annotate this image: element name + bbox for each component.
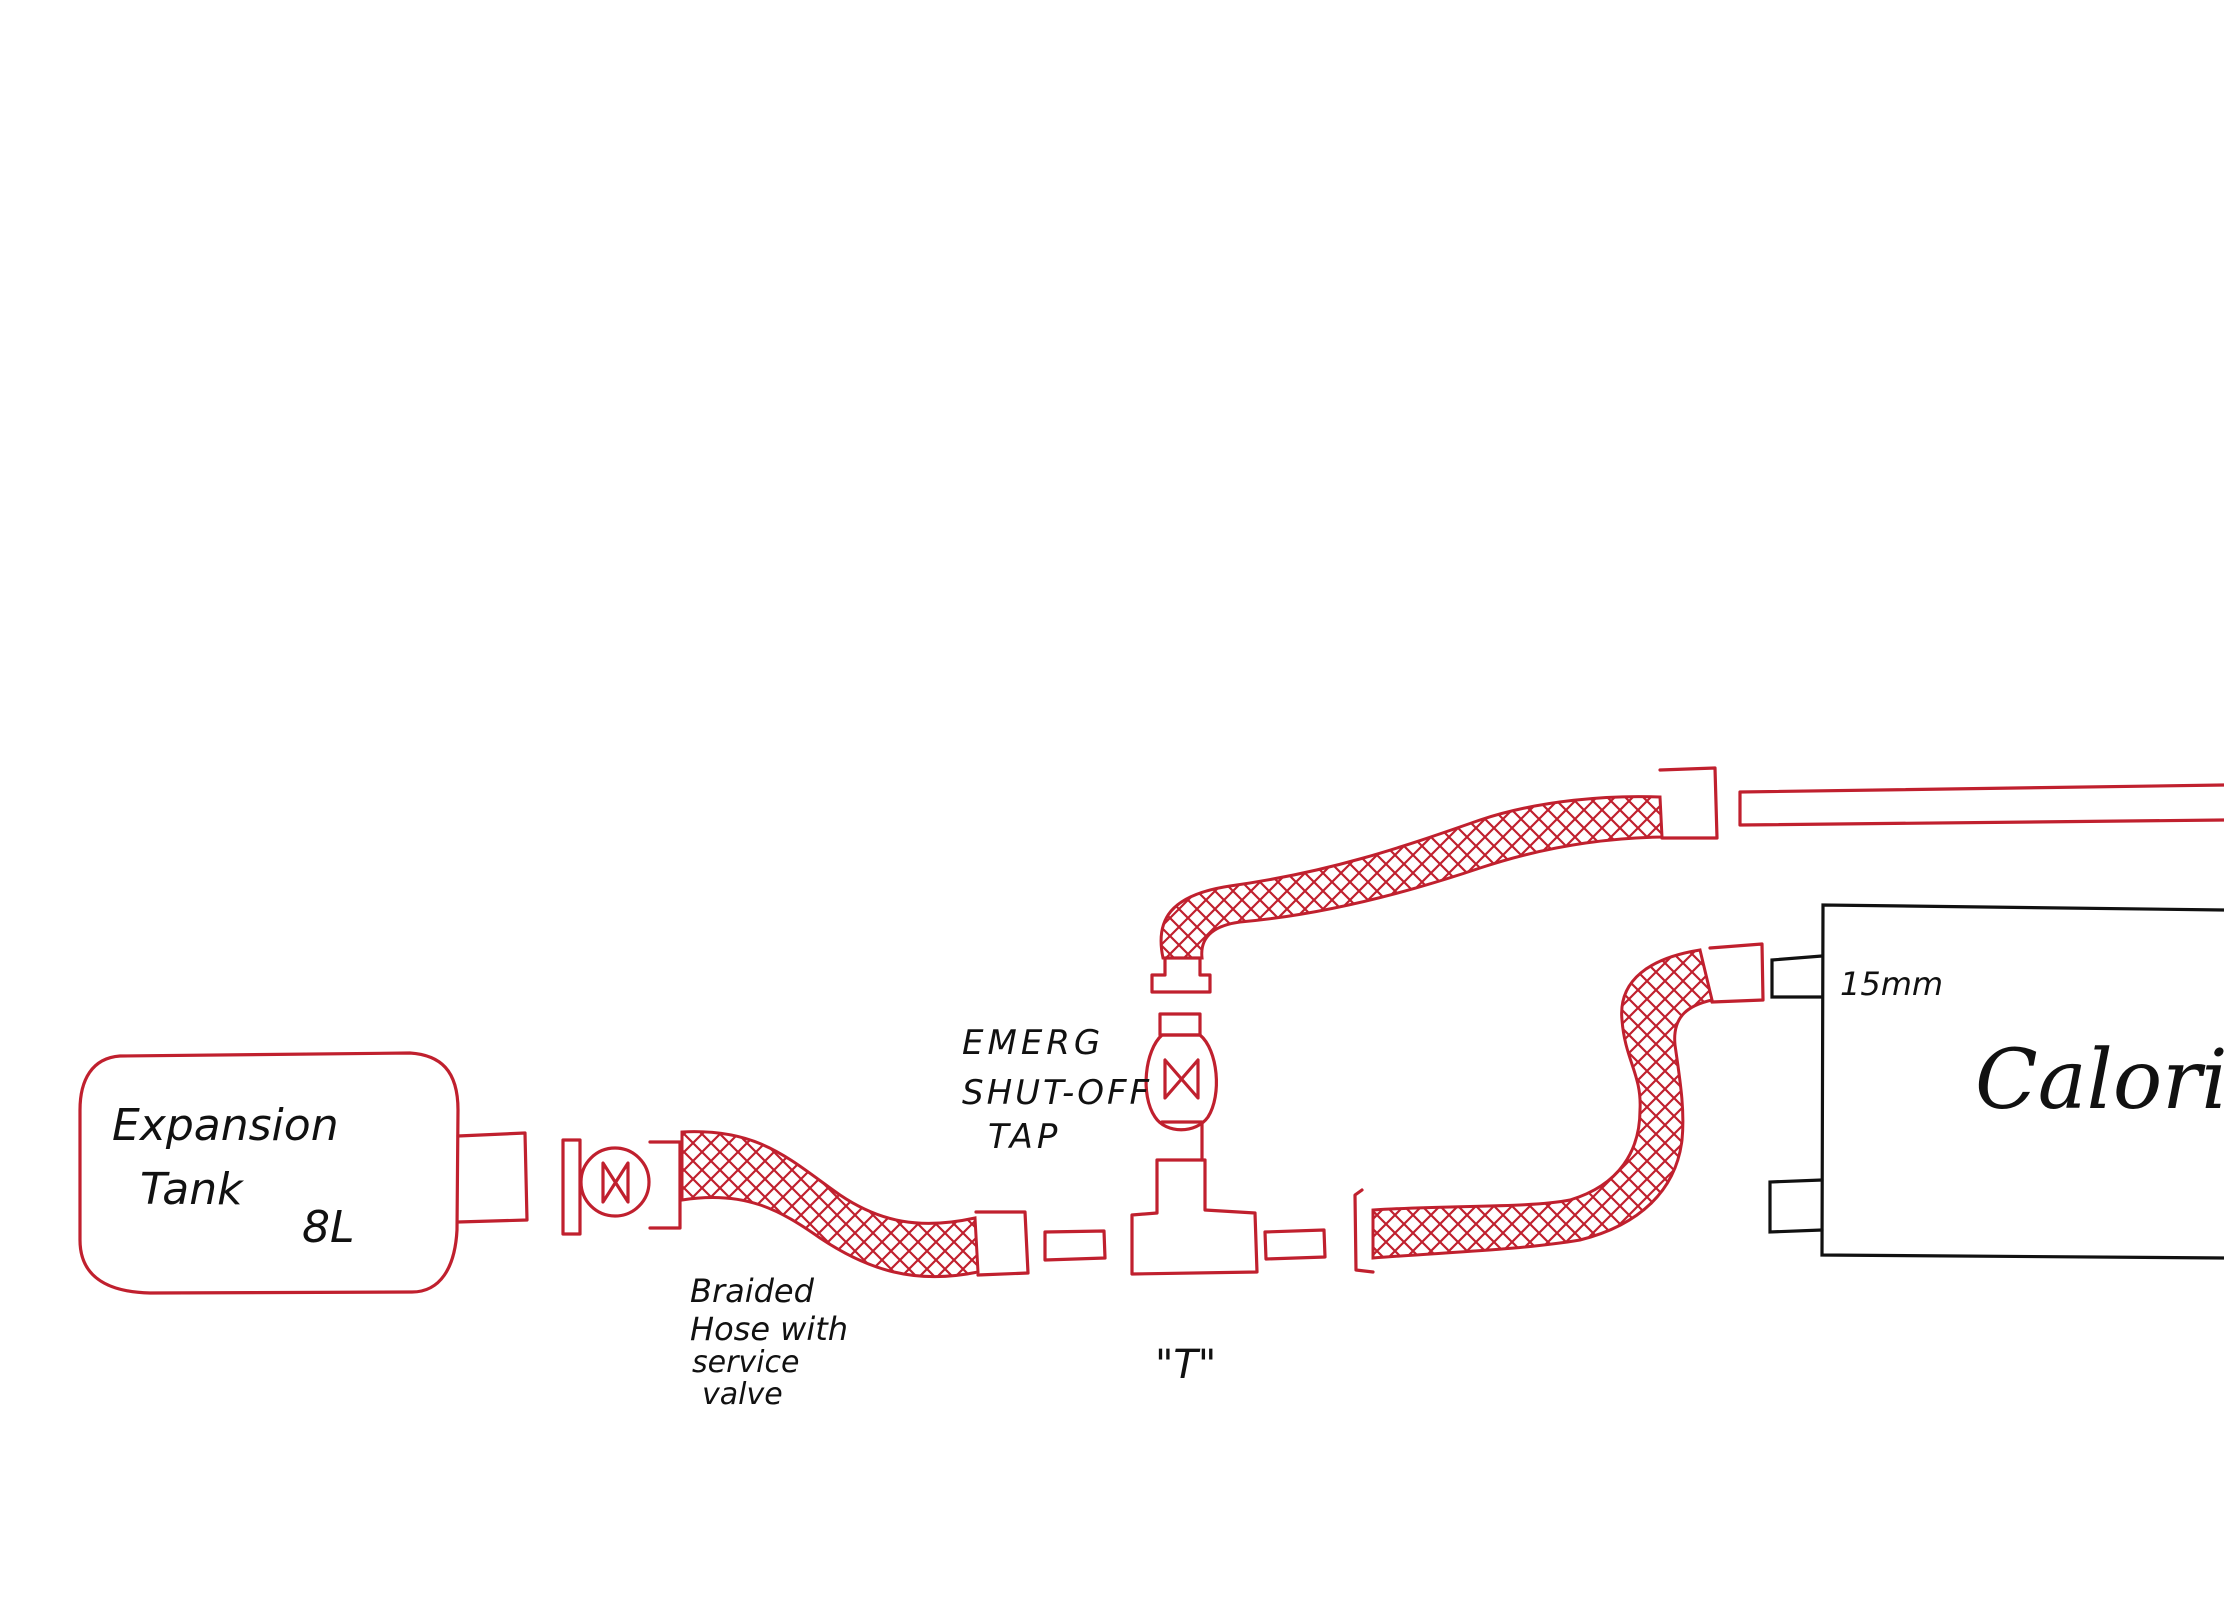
hose-note-line4: valve (702, 1377, 783, 1412)
braided-hose-note: Braided Hose with service valve (690, 1272, 848, 1412)
bowtie-valve-icon (601, 1161, 630, 1204)
calorifier-label: Calori (1975, 1033, 2224, 1128)
tee-label: "T" (1155, 1342, 1216, 1388)
tank-label-line1: Expansion (112, 1100, 339, 1151)
pipe-stub-left (1043, 1229, 1107, 1262)
braided-hose-2 (1159, 766, 1719, 960)
tank-volume: 8L (302, 1202, 355, 1253)
hose-1-end-fitting (974, 1210, 1030, 1277)
tap-body (1144, 1033, 1219, 1132)
tank-label-line2: Tank (140, 1164, 244, 1215)
tap-bottom-stub (1160, 1120, 1204, 1162)
tap-top-stub (1158, 1012, 1202, 1037)
braided-hose-1 (680, 1130, 1030, 1279)
hose-3-start-fitting (1353, 1188, 1375, 1274)
calorifier: 15mm Calori (1768, 903, 2224, 1260)
service-valve (561, 1138, 682, 1236)
tap-label-line3: TAP (988, 1117, 1061, 1157)
tap-label-line1: EMERG (962, 1023, 1104, 1063)
hose-note-line2: Hose with (690, 1310, 848, 1348)
tap-upper-fitting (1150, 956, 1212, 994)
tap-label-line2: SHUT-OFF (962, 1073, 1152, 1113)
tee-fitting: "T" (1130, 1158, 1259, 1388)
calorifier-lower-port (1768, 1178, 1824, 1234)
hose-3-end-fitting (1708, 942, 1765, 1004)
expansion-tank: Expansion Tank 8L (78, 1051, 529, 1295)
hose-note-line1: Braided (690, 1272, 815, 1310)
braided-hose-3 (1353, 942, 1765, 1274)
bowtie-valve-icon (1163, 1058, 1200, 1100)
calorifier-body (1820, 903, 2224, 1260)
hose-2-braid (1159, 795, 1664, 960)
port-size-label: 15mm (1840, 965, 1943, 1003)
tank-outlet (456, 1131, 529, 1224)
hose-3-braid (1371, 948, 1714, 1260)
emergency-shutoff-tap: EMERG SHUT-OFF TAP (962, 956, 1219, 1162)
calorifier-upper-port (1770, 954, 1824, 999)
service-valve-left-stub (561, 1138, 582, 1236)
service-valve-body (579, 1146, 651, 1218)
hose-note-line3: service (692, 1345, 799, 1380)
hose-1-braid (680, 1130, 980, 1279)
tank-body (78, 1051, 460, 1295)
long-pipe-top (1738, 783, 2224, 827)
pipe-stub-right (1263, 1228, 1327, 1261)
tee-body (1130, 1158, 1259, 1276)
service-valve-right-stub (648, 1140, 682, 1230)
hose-2-end-fitting (1658, 766, 1719, 840)
